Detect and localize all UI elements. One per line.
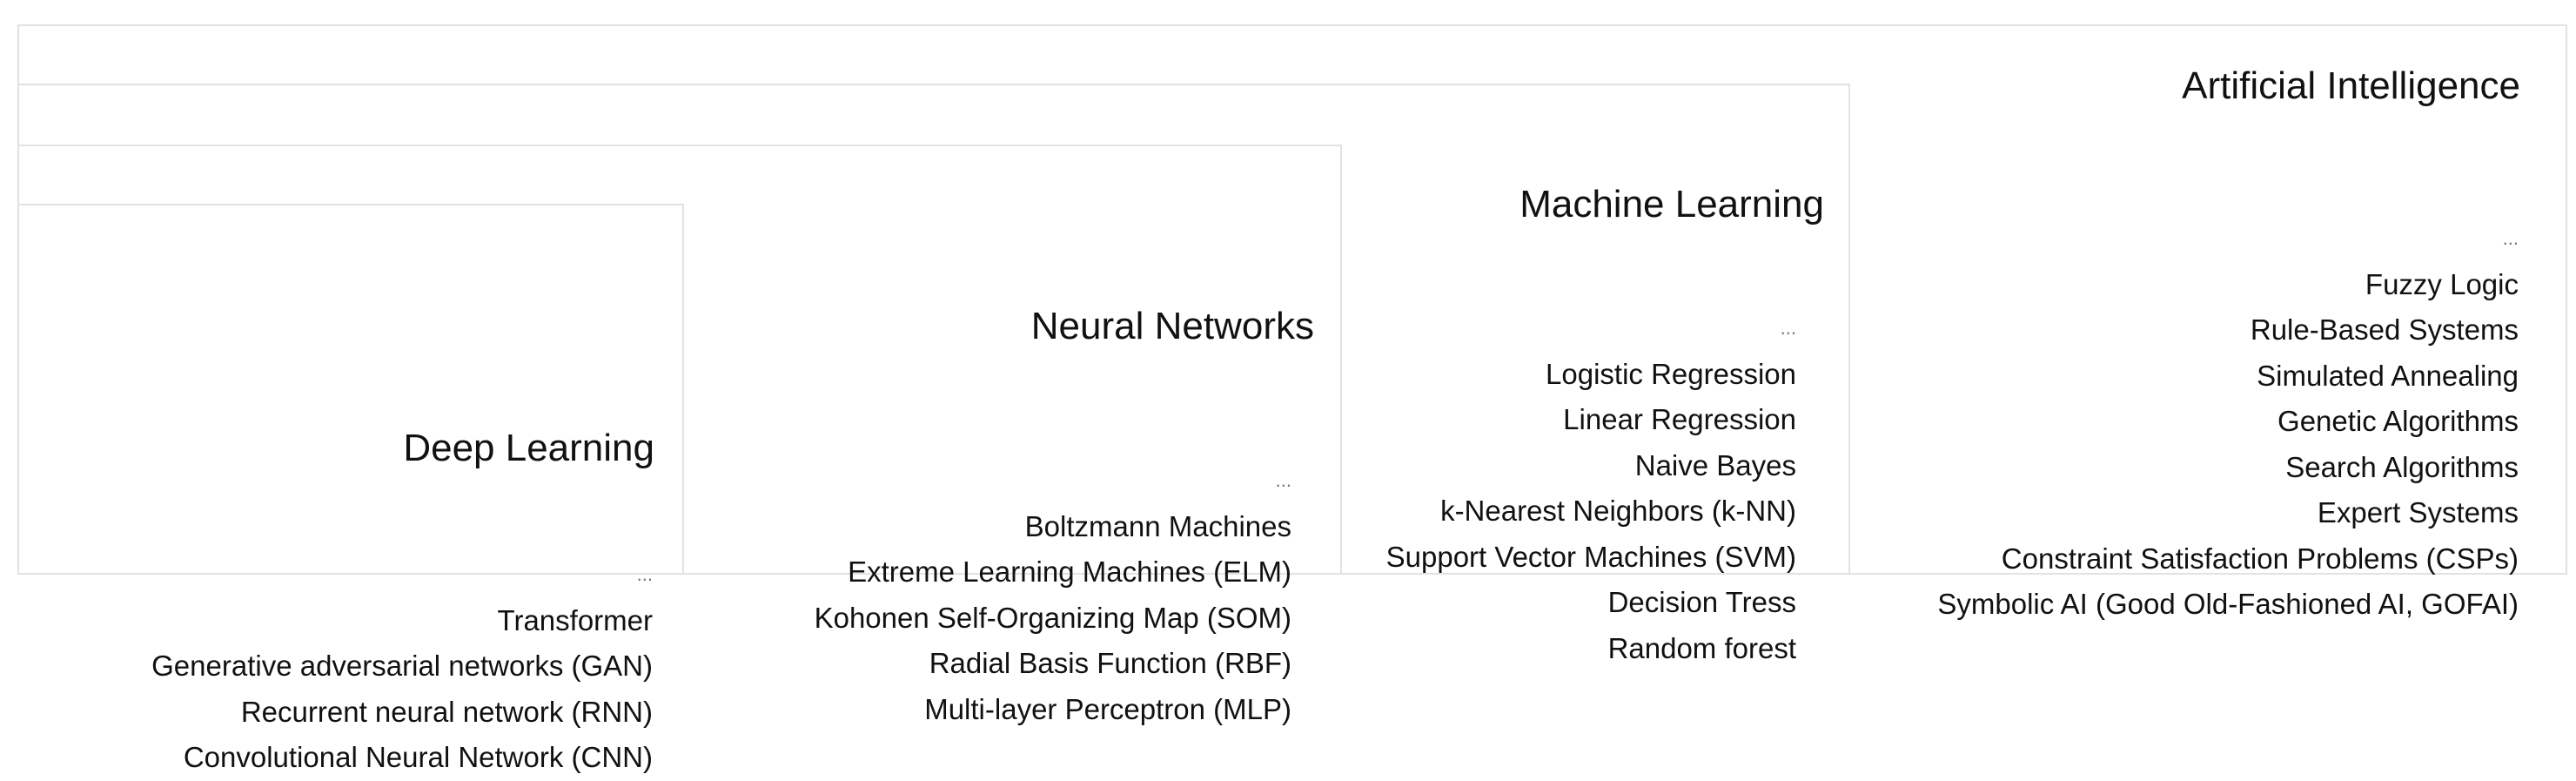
panel-title-neural-networks: Neural Networks xyxy=(1030,305,1314,347)
list-item: Extreme Learning Machines (ELM) xyxy=(848,555,1291,588)
list-item: Kohonen Self-Organizing Map (SOM) xyxy=(814,601,1291,634)
list-item: Rule-Based Systems xyxy=(2250,313,2519,346)
item-list-machine-learning: ... Logistic Regression Linear Regressio… xyxy=(1386,306,1796,671)
list-item: Random forest xyxy=(1607,631,1796,664)
list-item: Genetic Algorithms xyxy=(2277,405,2519,437)
list-item: Symbolic AI (Good Old-Fashioned AI, GOFA… xyxy=(1937,588,2519,620)
list-item: Search Algorithms xyxy=(2285,450,2519,483)
item-list-deep-learning: ... Transformer Generative adversarial n… xyxy=(151,552,653,781)
list-item: Multi-layer Perceptron (MLP) xyxy=(924,692,1291,725)
list-item: Radial Basis Function (RBF) xyxy=(929,647,1291,679)
item-list-artificial-intelligence: ... Fuzzy Logic Rule-Based Systems Simul… xyxy=(1937,216,2519,628)
ellipsis: ... xyxy=(1780,317,1796,339)
list-item: Recurrent neural network (RNN) xyxy=(240,695,653,728)
list-item: Expert Systems xyxy=(2317,496,2519,529)
ellipsis: ... xyxy=(1275,469,1291,491)
list-item: Linear Regression xyxy=(1563,403,1796,435)
panel-title-artificial-intelligence: Artificial Intelligence xyxy=(2182,64,2520,107)
list-item: Simulated Annealing xyxy=(2257,359,2519,392)
list-item: Naive Bayes xyxy=(1634,448,1796,481)
list-item: k-Nearest Neighbors (k-NN) xyxy=(1440,495,1796,527)
item-list-neural-networks: ... Boltzmann Machines Extreme Learning … xyxy=(815,458,1291,732)
list-item: Transformer xyxy=(497,603,653,636)
list-item: Convolutional Neural Network (CNN) xyxy=(183,741,653,773)
list-item: Support Vector Machines (SVM) xyxy=(1385,540,1796,573)
panel-title-deep-learning: Deep Learning xyxy=(403,427,654,469)
list-item: Fuzzy Logic xyxy=(2365,267,2519,300)
list-item: Decision Tress xyxy=(1607,586,1796,618)
list-item: Boltzmann Machines xyxy=(1024,509,1291,542)
list-item: Constraint Satisfaction Problems (CSPs) xyxy=(2001,542,2519,575)
list-item: Logistic Regression xyxy=(1546,357,1796,390)
list-item: Generative adversarial networks (GAN) xyxy=(151,650,653,682)
ellipsis: ... xyxy=(2502,227,2519,249)
ellipsis: ... xyxy=(636,563,653,585)
panel-deep-learning: Deep Learning ... Transformer Generative… xyxy=(17,204,684,773)
panel-title-machine-learning: Machine Learning xyxy=(1519,183,1824,226)
